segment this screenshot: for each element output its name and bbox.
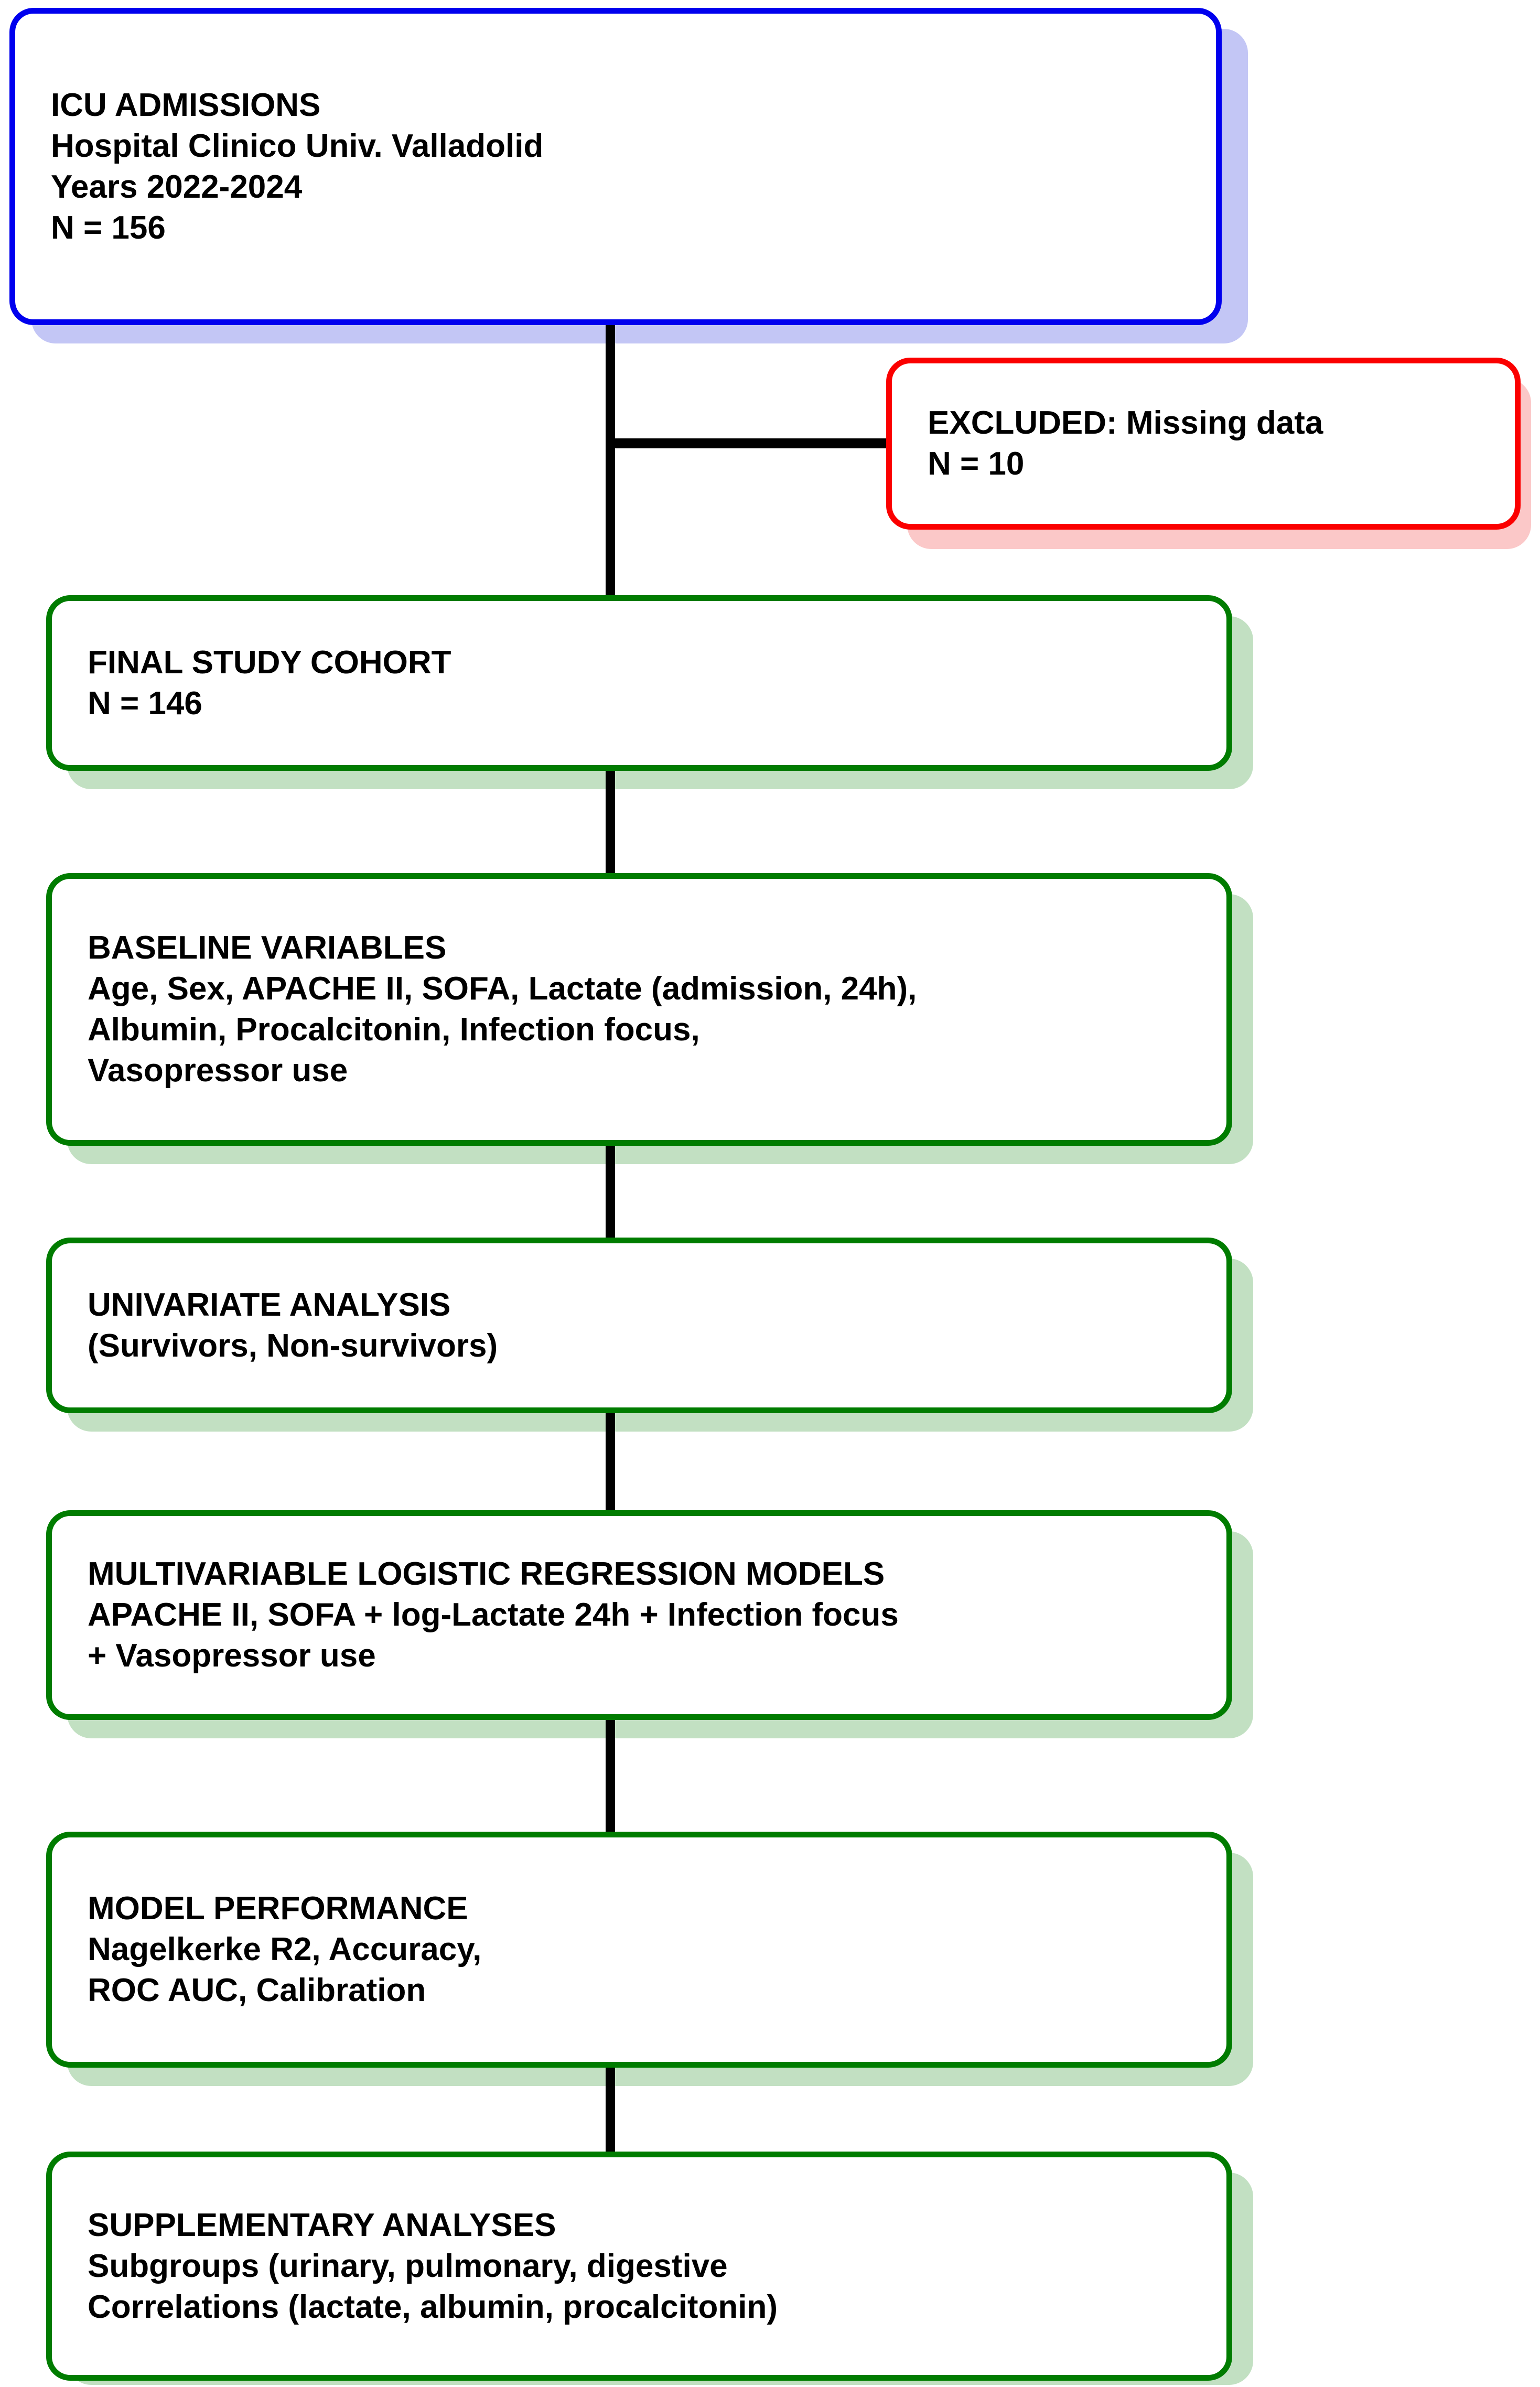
node-supplementary-analyses[interactable]: SUPPLEMENTARY ANALYSES Subgroups (urinar… [46,2152,1232,2381]
excluded-line-2: N = 10 [928,446,1025,482]
multivariable-models-line-3: + Vasopressor use [88,1638,376,1674]
model-performance-line-2: Nagelkerke R2, Accuracy, [88,1931,482,1967]
connector-to-excluded [613,438,886,448]
connector-baseline-to-univariate [606,1138,615,1245]
icu-admissions-line-4: N = 156 [51,209,166,246]
node-baseline-variables[interactable]: BASELINE VARIABLES Age, Sex, APACHE II, … [46,873,1232,1146]
baseline-variables-line-1: BASELINE VARIABLES [88,930,447,966]
excluded-line-1: EXCLUDED: Missing data [928,405,1323,441]
baseline-variables-line-4: Vasopressor use [88,1052,348,1089]
baseline-variables-line-2: Age, Sex, APACHE II, SOFA, Lactate (admi… [88,971,917,1007]
connector-performance-to-supplementary [606,2052,615,2152]
connector-admissions-to-cohort [606,291,615,600]
node-icu-admissions[interactable]: ICU ADMISSIONS Hospital Clinico Univ. Va… [9,8,1222,325]
node-final-study-cohort[interactable]: FINAL STUDY COHORT N = 146 [46,595,1232,771]
node-excluded[interactable]: EXCLUDED: Missing data N = 10 [886,358,1521,530]
final-study-cohort-line-1: FINAL STUDY COHORT [88,644,451,681]
connector-multivariable-to-performance [606,1712,615,1832]
univariate-analysis-line-1: UNIVARIATE ANALYSIS [88,1286,451,1323]
icu-admissions-line-3: Years 2022-2024 [51,168,303,205]
supplementary-analyses-line-2: Subgroups (urinary, pulmonary, digestive [88,2248,728,2284]
supplementary-analyses-line-3: Correlations (lactate, albumin, procalci… [88,2288,778,2325]
baseline-variables-line-3: Albumin, Procalcitonin, Infection focus, [88,1012,700,1048]
node-model-performance[interactable]: MODEL PERFORMANCE Nagelkerke R2, Accurac… [46,1832,1232,2068]
multivariable-models-line-1: MULTIVARIABLE LOGISTIC REGRESSION MODELS [88,1556,885,1592]
connector-cohort-to-baseline [606,763,615,881]
icu-admissions-line-1: ICU ADMISSIONS [51,87,321,123]
model-performance-line-1: MODEL PERFORMANCE [88,1890,468,1927]
multivariable-models-line-2: APACHE II, SOFA + log-Lactate 24h + Infe… [88,1597,899,1633]
node-multivariable-models[interactable]: MULTIVARIABLE LOGISTIC REGRESSION MODELS… [46,1510,1232,1720]
supplementary-analyses-line-1: SUPPLEMENTARY ANALYSES [88,2207,556,2243]
model-performance-line-3: ROC AUC, Calibration [88,1972,426,2008]
connector-univariate-to-multivariable [606,1405,615,1518]
univariate-analysis-line-2: (Survivors, Non-survivors) [88,1327,498,1364]
icu-admissions-line-2: Hospital Clinico Univ. Valladolid [51,127,544,164]
final-study-cohort-line-2: N = 146 [88,685,202,722]
node-univariate-analysis[interactable]: UNIVARIATE ANALYSIS (Survivors, Non-surv… [46,1238,1232,1413]
